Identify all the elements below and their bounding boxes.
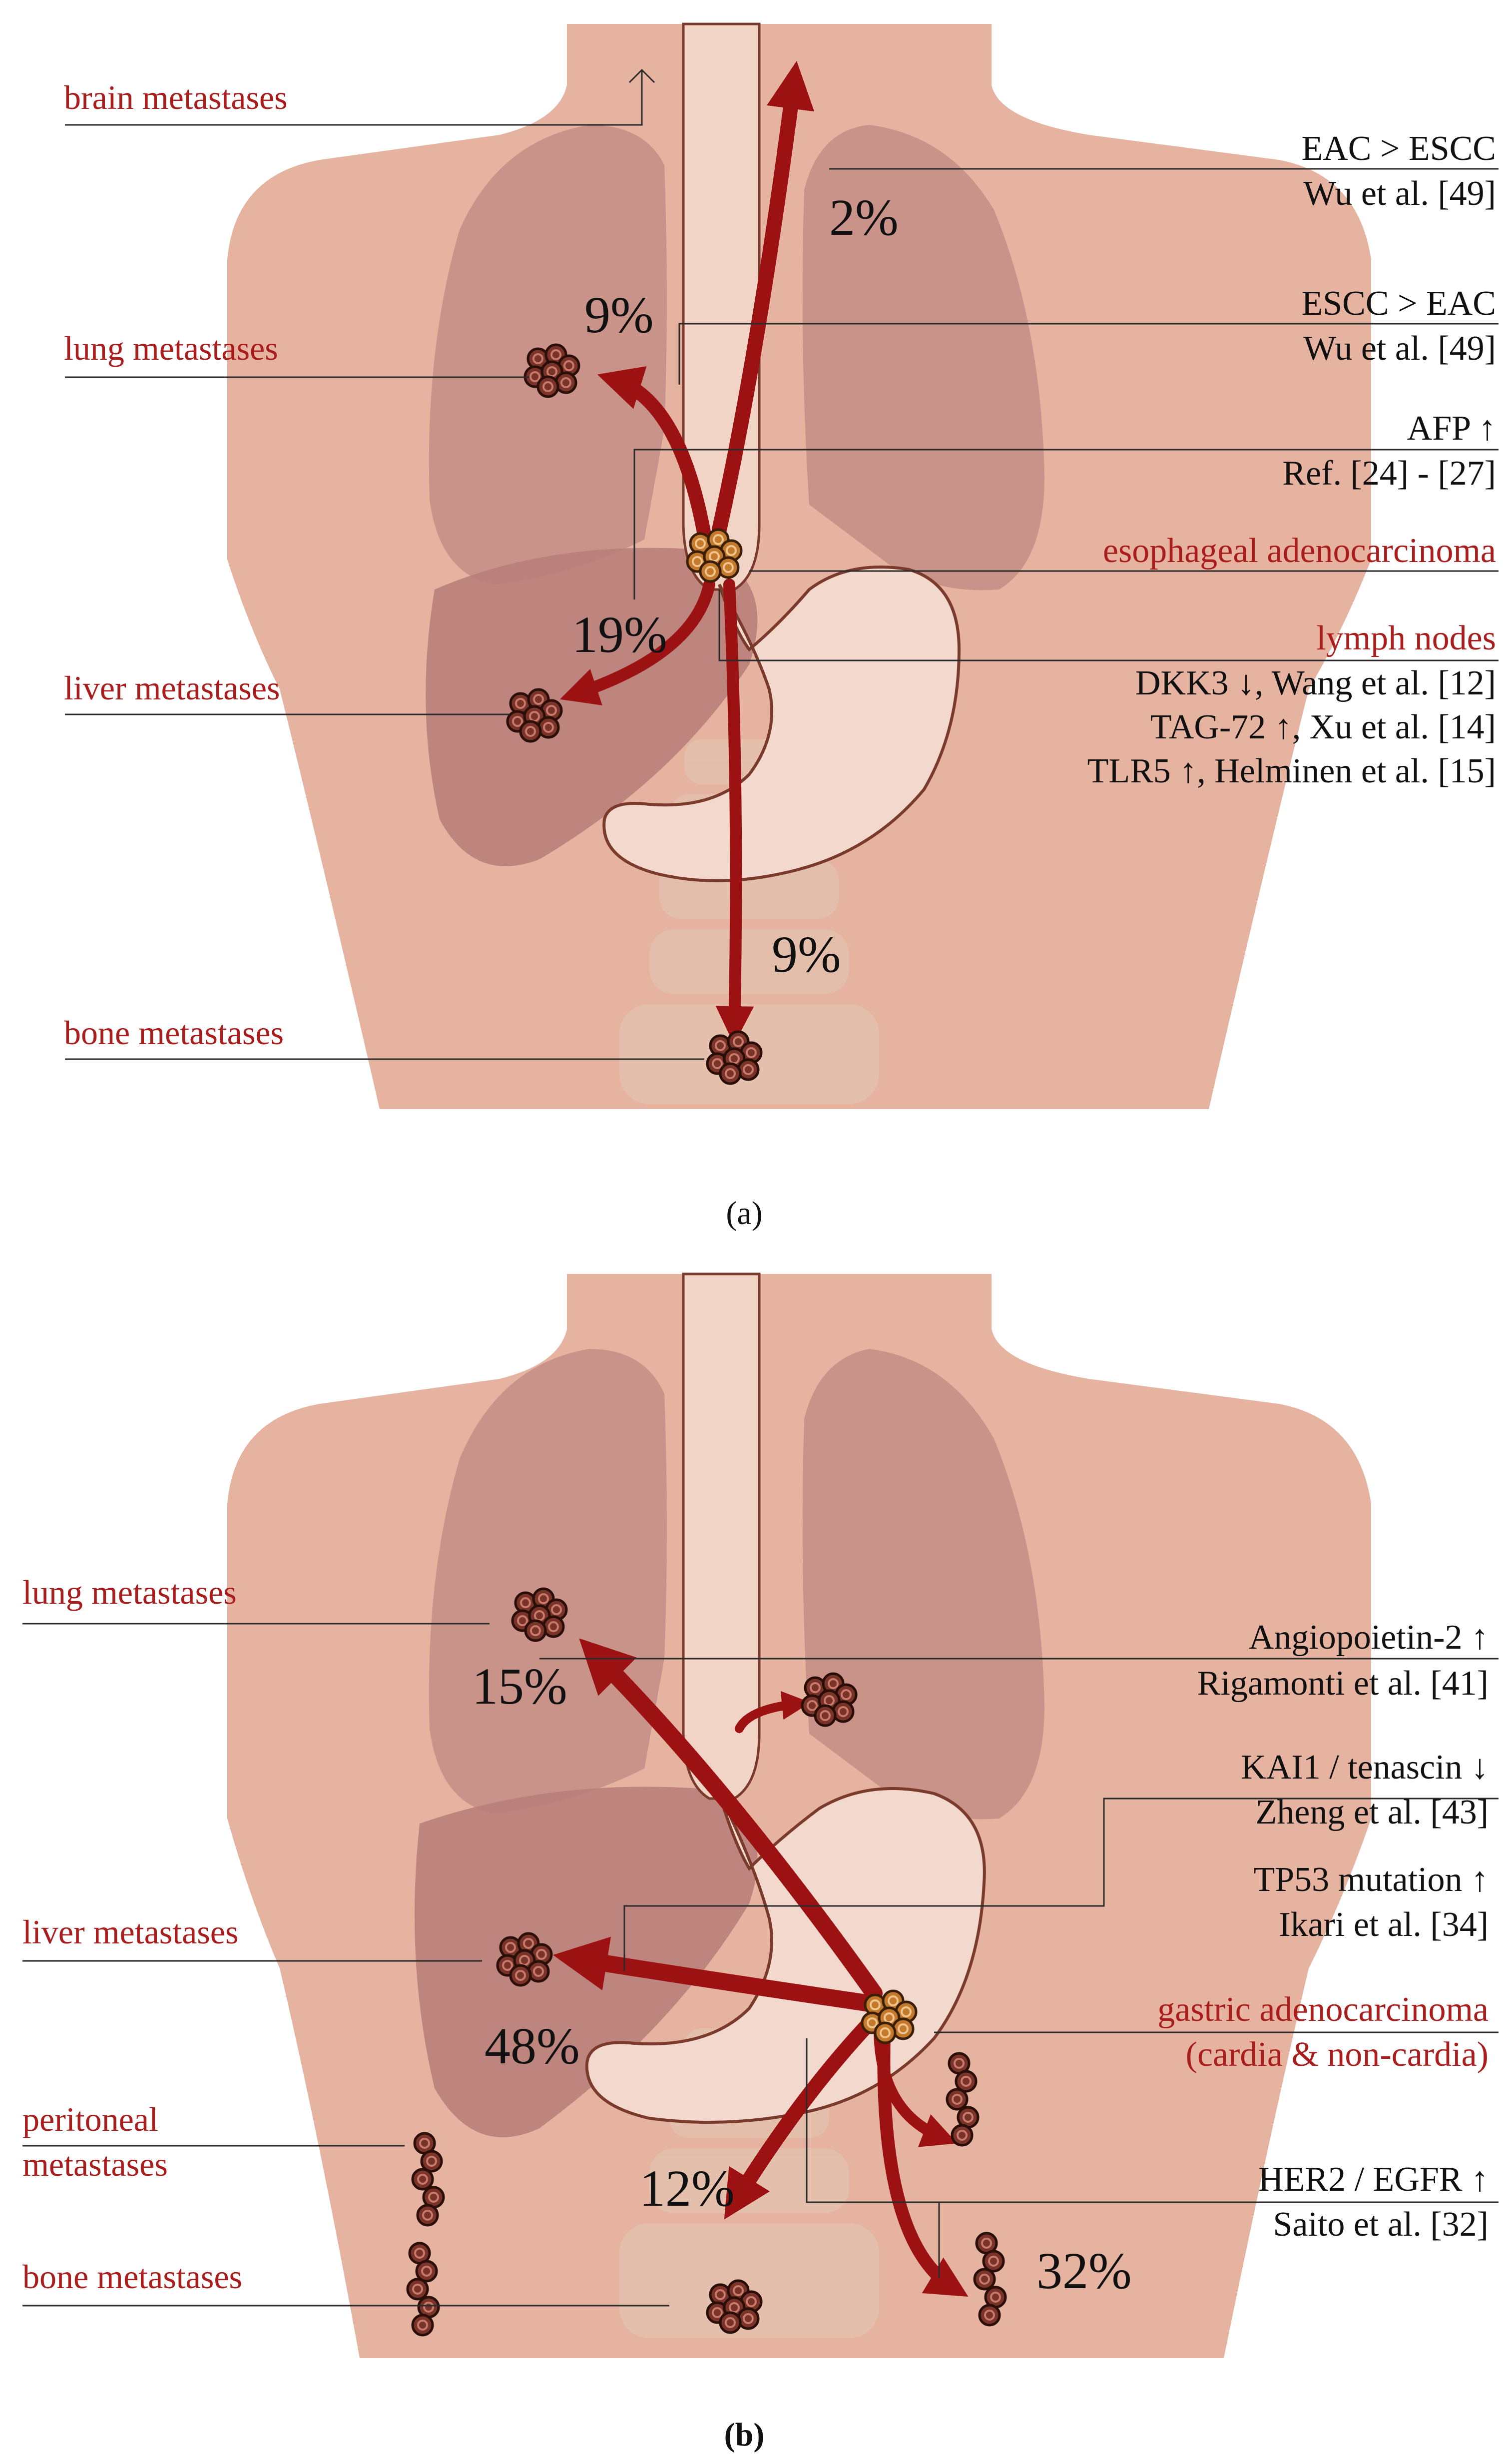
ann-zheng: Zheng et al. [43] <box>1256 1793 1489 1832</box>
ann-escc-gt-eac: ESCC > EAC <box>1301 284 1496 323</box>
arrow-to-lung-b <box>579 1638 883 2002</box>
pct-bone: 9% <box>772 926 841 983</box>
ann-wu-2: Wu et al. [49] <box>1303 329 1496 368</box>
ann-tag72: TAG-72 ↑, Xu et al. [14] <box>1150 708 1496 746</box>
label-brain-metastases: brain metastases <box>64 78 288 116</box>
label-lung-metastases: lung metastases <box>64 329 278 367</box>
left-lung-b <box>802 1349 1044 1820</box>
ann-saito: Saito et al. [32] <box>1273 2205 1489 2244</box>
arrow-to-bone-b <box>724 2016 877 2220</box>
ann-rigamonti: Rigamonti et al. [41] <box>1197 1664 1489 1703</box>
leader-her2 <box>806 2038 1499 2203</box>
stomach <box>602 566 961 882</box>
ann-tp53: TP53 mutation ↑ <box>1253 1860 1489 1899</box>
arrow-to-bone <box>715 579 754 1045</box>
pct-brain: 2% <box>829 189 899 246</box>
leader-lymph <box>718 590 1499 661</box>
ann-eac-gt-escc: EAC > ESCC <box>1301 129 1496 168</box>
left-lung <box>802 125 1044 591</box>
leader-kai1 <box>623 1798 1499 1971</box>
pct-lung: 9% <box>584 286 654 344</box>
pct-liver-b: 48% <box>485 2017 580 2075</box>
ann-ikari: Ikari et al. [34] <box>1279 1905 1489 1944</box>
ann-her2-egfr: HER2 / EGFR ↑ <box>1258 2160 1489 2199</box>
label-lung-metastases-b: lung metastases <box>22 1573 237 1611</box>
pct-liver: 19% <box>572 606 667 663</box>
ann-primary-gastric-2: (cardia & non-cardia) <box>1186 2035 1489 2074</box>
pct-lung-b: 15% <box>472 1658 567 1715</box>
ann-primary-esophageal: esophageal adenocarcinoma <box>1103 532 1496 570</box>
arrow-to-brain <box>712 60 815 537</box>
pct-peritoneal-b: 32% <box>1036 2242 1132 2300</box>
label-peritoneal-2: metastases <box>22 2145 168 2183</box>
label-peritoneal-1: peritoneal <box>22 2100 158 2138</box>
caption-b: (b) <box>724 2417 765 2453</box>
ann-afp: AFP ↑ <box>1407 409 1496 448</box>
caption-a: (a) <box>726 1195 762 1231</box>
leader-escc-eac <box>678 323 1499 385</box>
label-bone-metastases-b: bone metastases <box>22 2258 242 2296</box>
label-liver-metastases-b: liver metastases <box>22 1913 238 1951</box>
ann-angiopoietin-2: Angiopoietin-2 ↑ <box>1249 1618 1489 1657</box>
pct-bone-b: 12% <box>639 2160 735 2217</box>
right-lung-b <box>429 1349 667 1814</box>
liver <box>426 548 758 866</box>
arrow-to-lung-left-b <box>735 1691 811 1733</box>
ann-primary-gastric-1: gastric adenocarcinoma <box>1157 1990 1489 2029</box>
arrow-to-liver-b <box>553 1936 878 2012</box>
panel-b: lung metastases liver metastases periton… <box>22 1272 1499 2453</box>
ann-dkk3: DKK3 ↓, Wang et al. [12] <box>1135 664 1496 702</box>
panel-a: brain metastases lung metastases liver m… <box>64 22 1499 1231</box>
ann-ref: Ref. [24] - [27] <box>1282 454 1496 493</box>
ann-tlr5: TLR5 ↑, Helminen et al. [15] <box>1087 752 1496 790</box>
leader-afp <box>633 449 1499 600</box>
arrow-to-liver <box>559 579 715 705</box>
label-liver-metastases: liver metastases <box>64 669 280 707</box>
ann-lymph-nodes: lymph nodes <box>1316 619 1496 657</box>
arrow-to-lung <box>597 366 711 542</box>
ann-kai1-tenascin: KAI1 / tenascin ↓ <box>1241 1748 1489 1787</box>
ann-wu-1: Wu et al. [49] <box>1303 174 1496 213</box>
leader-brain <box>65 100 643 126</box>
label-bone-metastases: bone metastases <box>64 1014 284 1052</box>
